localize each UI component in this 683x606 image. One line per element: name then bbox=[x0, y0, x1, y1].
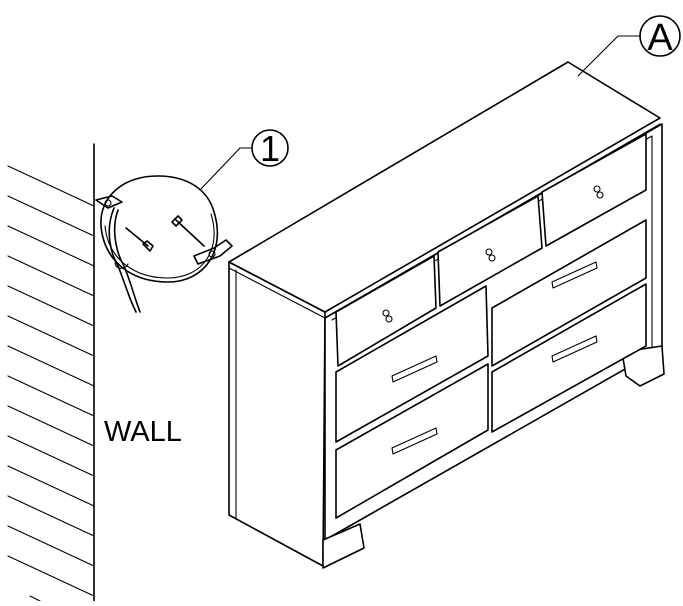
drawer-middle-right[interactable] bbox=[491, 219, 647, 367]
wall-label: WALL bbox=[104, 416, 182, 448]
screw-icon bbox=[125, 227, 154, 252]
detail-circle bbox=[100, 175, 219, 283]
strap bbox=[108, 207, 137, 313]
drawer-top-middle[interactable] bbox=[437, 195, 543, 307]
callout-step-label: 1 bbox=[260, 128, 280, 169]
callout-step-1: 1 bbox=[199, 128, 289, 191]
wall: WALL bbox=[7, 143, 182, 602]
dresser-foot-left bbox=[322, 523, 365, 569]
dresser-side bbox=[228, 261, 326, 567]
drawer-bottom-left[interactable] bbox=[335, 363, 489, 519]
handle-icon bbox=[391, 355, 438, 383]
drawer-top-left[interactable] bbox=[335, 255, 437, 367]
callout-part-label: A bbox=[647, 17, 673, 59]
callout-part-a: A bbox=[577, 15, 681, 77]
handle-icon bbox=[551, 261, 598, 289]
knob-icon bbox=[593, 185, 604, 199]
wall-bracket-icon bbox=[95, 195, 123, 209]
knob-icon bbox=[382, 309, 393, 323]
handle-icon bbox=[551, 335, 598, 363]
wall-hatching bbox=[7, 165, 95, 602]
anti-tip-detail: 1 bbox=[95, 128, 289, 313]
dresser-top bbox=[228, 61, 661, 313]
handle-icon bbox=[391, 427, 438, 455]
drawer-bottom-right[interactable] bbox=[491, 283, 647, 433]
dresser-foot-right bbox=[621, 345, 665, 387]
drawer-middle-left[interactable] bbox=[335, 285, 489, 443]
knob-icon bbox=[485, 248, 496, 262]
furniture-bracket-icon bbox=[193, 239, 233, 265]
dresser: A bbox=[228, 15, 681, 569]
screw-icon bbox=[171, 215, 205, 247]
